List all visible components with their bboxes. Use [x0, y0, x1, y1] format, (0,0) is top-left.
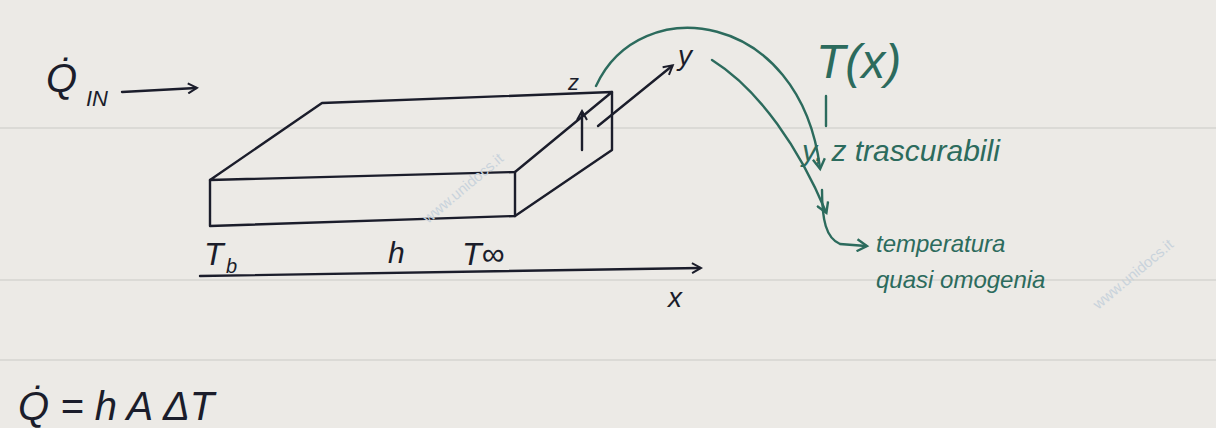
- temperature-label: T∞: [462, 238, 504, 270]
- note-text: y, z trascurabili: [802, 136, 1000, 166]
- subscript: IN: [86, 88, 108, 110]
- coefficient-label: h: [388, 238, 405, 268]
- watermark: www.unidocs.it: [420, 150, 506, 225]
- note-text: temperatura quasi omogenia: [876, 226, 1066, 298]
- axis-label: y: [678, 42, 692, 70]
- formula: Q̇ = h A ΔT: [18, 386, 214, 426]
- axis-label: x: [668, 284, 682, 312]
- function-label: T(x): [816, 38, 901, 86]
- subscript: b: [226, 256, 237, 276]
- temperature-label: T: [204, 238, 224, 270]
- quantity-symbol: Q̇: [46, 58, 77, 98]
- axis-label: z: [568, 72, 579, 94]
- watermark: www.unidocs.it: [1090, 236, 1176, 311]
